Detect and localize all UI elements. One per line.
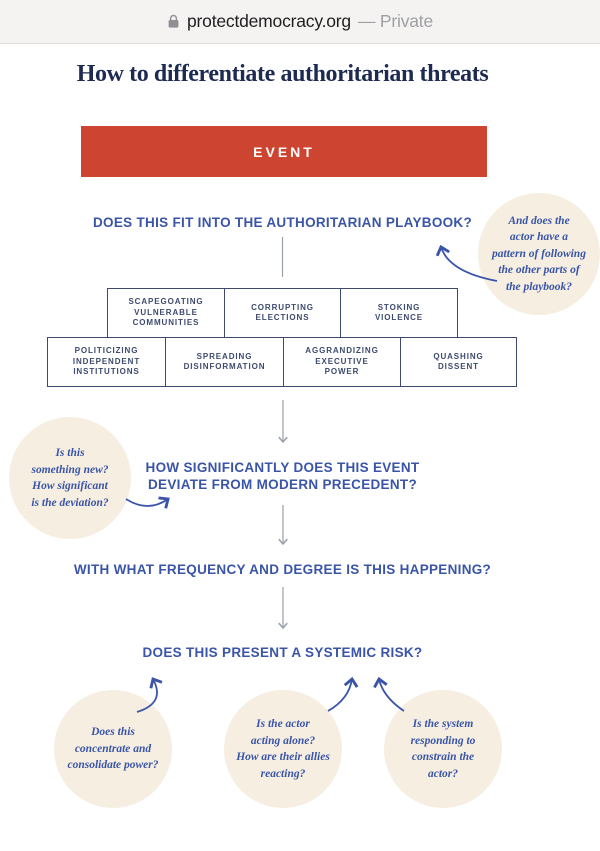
note-playbook-pattern-text: And does the actor have a pattern of fol… xyxy=(492,214,586,293)
box-quashing-dissent: QUASHING DISSENT xyxy=(400,337,517,387)
note-system-text: Is the system responding to constrain th… xyxy=(410,718,476,780)
event-label: EVENT xyxy=(253,143,315,160)
box-spreading-disinformation: SPREADING DISINFORMATION xyxy=(165,337,284,387)
note-power-text: Does this concentrate and consolidate po… xyxy=(67,726,159,772)
question-systemic-risk: DOES THIS PRESENT A SYSTEMIC RISK? xyxy=(142,645,423,660)
box-aggrandizing-power: AGGRANDIZING EXECUTIVE POWER xyxy=(283,337,401,387)
note-circle-playbook-pattern: And does the actor have a pattern of fol… xyxy=(478,193,600,315)
box-stoking-violence: STOKING VIOLENCE xyxy=(340,288,458,338)
address-privacy-label: — Private xyxy=(357,11,433,31)
lock-icon xyxy=(167,14,180,29)
question-frequency: WITH WHAT FREQUENCY AND DEGREE IS THIS H… xyxy=(73,562,492,577)
note-circle-allies: Is the actor acting alone? How are their… xyxy=(224,690,342,808)
question-deviation: HOW SIGNIFICANTLY DOES THIS EVENT DEVIAT… xyxy=(145,460,420,492)
question-playbook: DOES THIS FIT INTO THE AUTHORITARIAN PLA… xyxy=(92,215,473,230)
note-circle-power: Does this concentrate and consolidate po… xyxy=(54,690,172,808)
event-banner: EVENT xyxy=(81,126,487,177)
note-circle-system: Is the system responding to constrain th… xyxy=(384,690,502,808)
box-politicizing-institutions: POLITICIZING INDEPENDENT INSTITUTIONS xyxy=(47,337,166,387)
browser-address-bar[interactable]: protectdemocracy.org — Private xyxy=(0,0,600,44)
address-url: protectdemocracy.org xyxy=(187,11,351,31)
curve-arrow-system xyxy=(373,676,405,712)
note-deviation-text: Is this something new? How significant i… xyxy=(31,447,109,509)
page-title: How to differentiate authoritarian threa… xyxy=(76,61,489,87)
curve-arrow-deviation xyxy=(125,496,170,509)
curve-arrow-allies xyxy=(327,676,359,712)
box-scapegoating-communities: SCAPEGOATING VULNERABLE COMMUNITIES xyxy=(107,288,225,338)
note-allies-text: Is the actor acting alone? How are their… xyxy=(236,718,330,780)
box-corrupting-elections: CORRUPTING ELECTIONS xyxy=(224,288,341,338)
note-circle-deviation: Is this something new? How significant i… xyxy=(9,417,131,539)
